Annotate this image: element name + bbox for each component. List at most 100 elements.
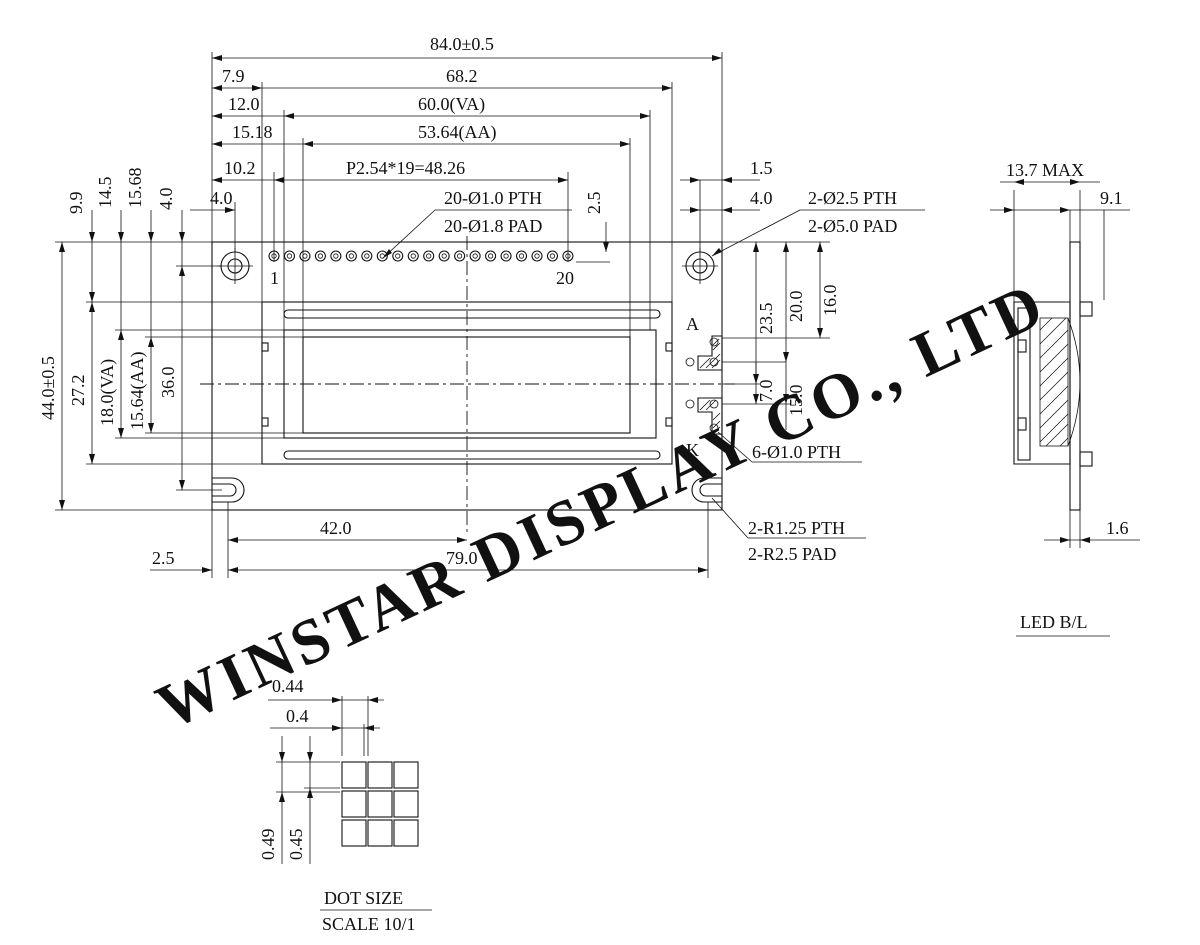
bezel-tab-left-bottom [261, 417, 269, 427]
cathode-label: K [686, 440, 699, 460]
dot-cell [393, 761, 419, 789]
dim-16-0: 16.0 [820, 285, 840, 317]
pin-row [268, 250, 574, 262]
pin-pad [376, 250, 388, 262]
dot-cell [393, 819, 419, 847]
pin-pad [299, 250, 311, 262]
dim-13-7-max: 13.7 MAX [1006, 160, 1084, 180]
dim-9-1: 9.1 [1100, 188, 1123, 208]
pin-pad [485, 250, 497, 262]
front-view: 1 20 A K [200, 236, 735, 535]
dot-grid [341, 761, 419, 847]
dim-60-0-va: 60.0(VA) [418, 94, 485, 115]
dim-79-0: 79.0 [446, 548, 478, 568]
pin-hole [472, 253, 478, 259]
bezel-tab-right-top [665, 342, 673, 352]
callout-pins-pth: 20-Ø1.0 PTH [444, 188, 542, 208]
dim-7-9: 7.9 [222, 66, 245, 86]
callout-slot-pth: 2-R1.25 PTH [748, 518, 845, 538]
dot-size-detail: 0.44 0.4 0.49 0.45 DOT SIZE SCALE 10/1 [258, 676, 432, 934]
callout-slot-pad: 2-R2.5 PAD [748, 544, 836, 564]
pin-hole [317, 253, 324, 259]
dim-42-0: 42.0 [320, 518, 352, 538]
dot-cell [367, 819, 393, 847]
dot-size-scale: SCALE 10/1 [322, 914, 416, 934]
bottom-slot-left [212, 477, 245, 503]
bezel-bottom-slot [283, 450, 661, 460]
bottom-slot-right [691, 477, 722, 503]
pin-hole [457, 253, 463, 259]
dim-7-0: 7.0 [756, 380, 776, 403]
pin-pad [454, 250, 466, 262]
pin-pad [361, 250, 373, 262]
bottom-dimensions: 42.0 2.5 79.0 [150, 502, 709, 578]
pin-hole [534, 253, 540, 259]
pin-pad [330, 250, 342, 262]
pin-pad [407, 250, 419, 262]
pin-pad [314, 250, 326, 262]
pin-pad [438, 250, 450, 262]
side-frame [1013, 301, 1071, 465]
pin-pad [500, 250, 512, 262]
dim-4-0-left: 4.0 [210, 188, 233, 208]
dim-27-2: 27.2 [68, 375, 88, 407]
active-area [302, 336, 631, 434]
pin-hole [333, 253, 339, 259]
dim-23-5: 23.5 [756, 303, 776, 335]
watermark: WINSTAR DISPLAY CO., LTD [146, 268, 1056, 743]
pin-hole [426, 253, 432, 259]
dim-14-5: 14.5 [95, 177, 115, 209]
pin-label-first: 1 [270, 268, 279, 288]
pin-hole [348, 253, 354, 259]
dim-15-18: 15.18 [232, 122, 273, 142]
callout-holes-pth: 2-Ø2.5 PTH [808, 188, 897, 208]
pin-hole [395, 253, 401, 259]
dim-15-68: 15.68 [125, 168, 145, 209]
dot-cell [341, 790, 367, 818]
dim-9-9: 9.9 [66, 192, 86, 215]
dot-size-title: DOT SIZE [324, 888, 403, 908]
pin-pad [469, 250, 481, 262]
pin-hole [487, 253, 494, 259]
pin-hole [410, 253, 416, 259]
dim-4-0-right: 4.0 [750, 188, 773, 208]
left-dimensions: 9.9 14.5 15.68 4.0 44.0±0.5 27.2 18.0(VA… [38, 168, 303, 511]
dim-0-44: 0.44 [272, 676, 304, 696]
dim-10-2: 10.2 [224, 158, 256, 178]
pin-pad [531, 250, 543, 262]
dim-2-5-top: 2.5 [584, 192, 604, 215]
pin-hole [441, 253, 447, 259]
pin-hole [364, 253, 370, 259]
dim-15-64-aa: 15.64(AA) [127, 352, 148, 431]
dot-cell [341, 819, 367, 847]
side-view-title: LED B/L [1020, 612, 1088, 632]
dim-0-4: 0.4 [286, 706, 309, 726]
dot-cell [393, 790, 419, 818]
dot-cell [367, 790, 393, 818]
bezel-top-slot [283, 309, 661, 319]
dim-68-2: 68.2 [446, 66, 478, 86]
dot-cell [367, 761, 393, 789]
pin-label-last: 20 [556, 268, 574, 288]
dim-12-0: 12.0 [228, 94, 260, 114]
pin-pad [423, 250, 435, 262]
bezel-tab-left-top [261, 342, 269, 352]
dim-36-0: 36.0 [158, 367, 178, 399]
dim-53-64-aa: 53.64(AA) [418, 122, 497, 143]
pin-pad [546, 250, 559, 262]
dim-15-0: 15.0 [786, 385, 806, 417]
bezel-tab-right-bottom [665, 417, 673, 427]
dim-pitch: P2.54*19=48.26 [346, 158, 465, 178]
bottom-slot-right-inner [699, 483, 722, 497]
side-view: 13.7 MAX 9.1 1.6 LED B/L [990, 160, 1140, 637]
pin-pad [283, 250, 296, 262]
dim-1-6: 1.6 [1106, 518, 1129, 538]
dim-2-5-bottom: 2.5 [152, 548, 175, 568]
dim-0-45: 0.45 [286, 829, 306, 861]
pin-hole [549, 253, 556, 259]
led-pads [685, 335, 723, 435]
callout-holes-pad: 2-Ø5.0 PAD [808, 216, 897, 236]
pin-hole [286, 253, 293, 259]
dot-cell [341, 761, 367, 789]
